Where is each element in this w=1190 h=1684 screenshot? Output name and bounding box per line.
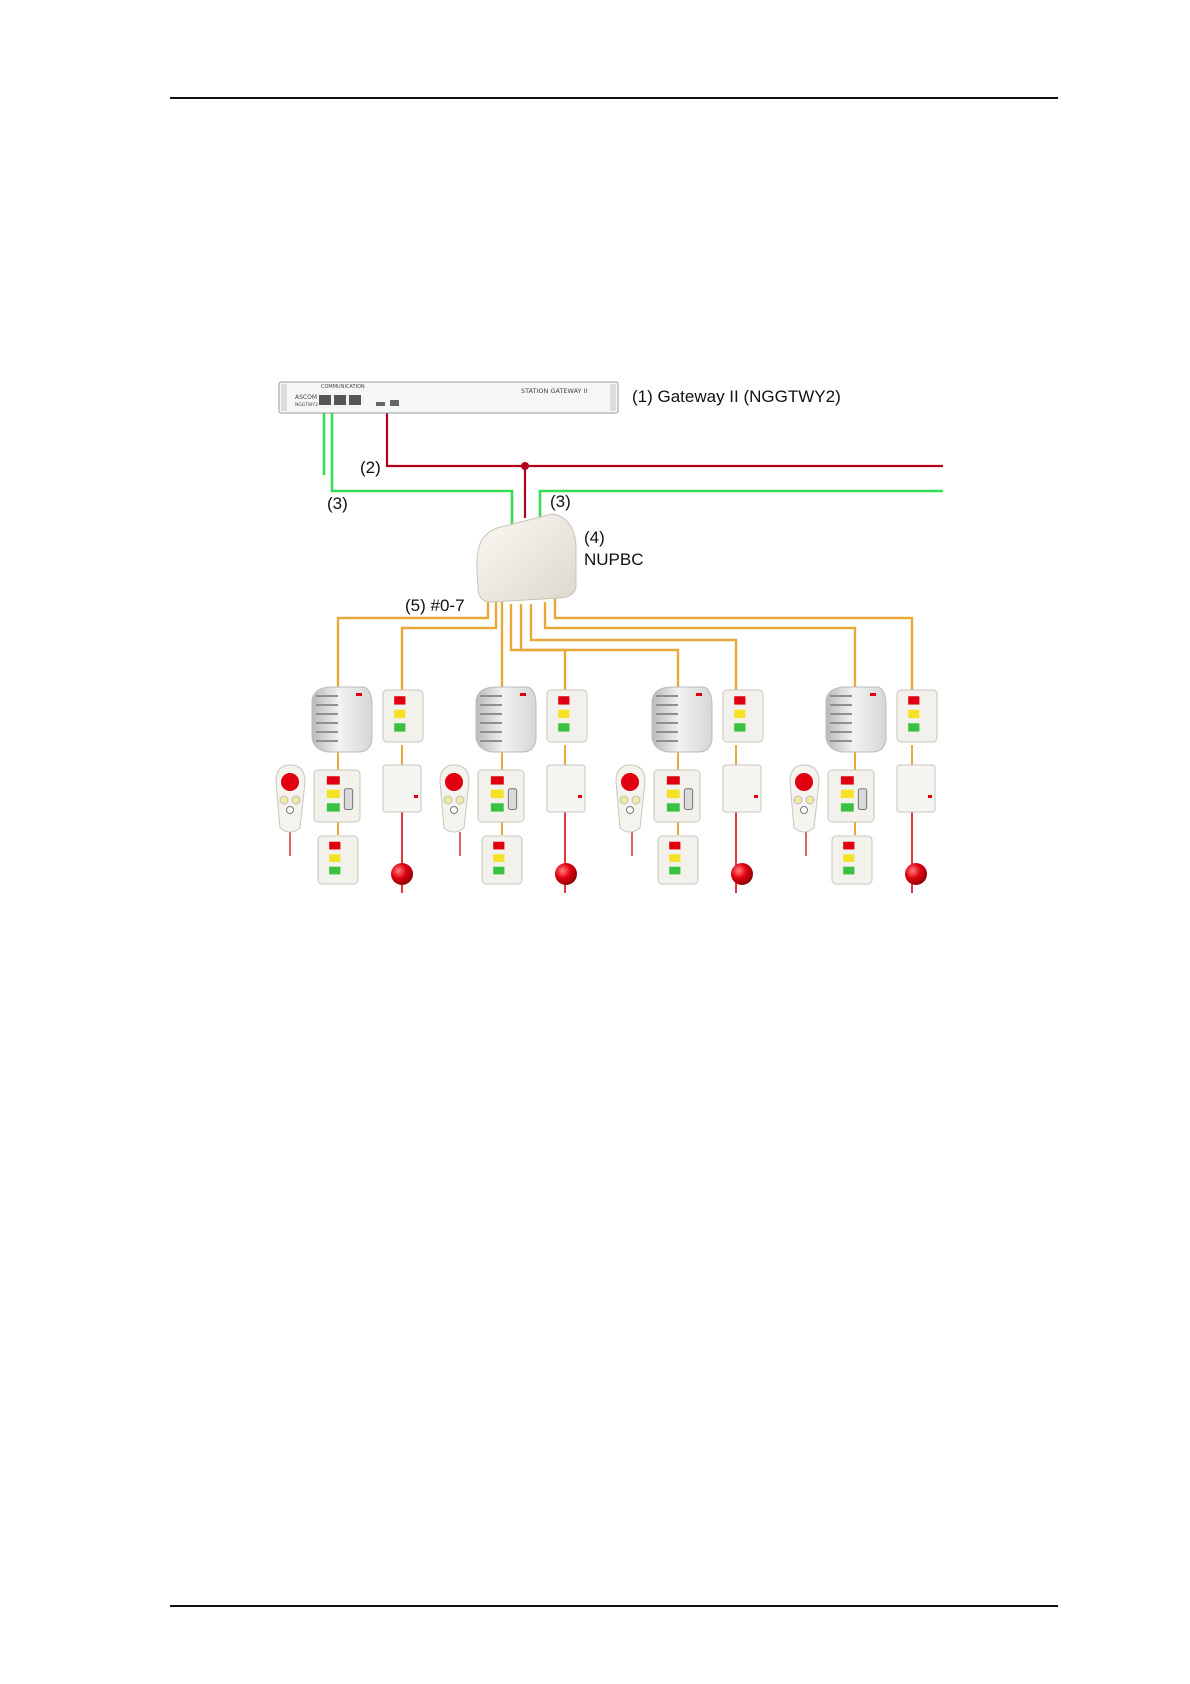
bus-controller-icon	[477, 514, 576, 602]
red-junction	[521, 462, 529, 470]
bed-panel-icon	[828, 770, 874, 822]
corridor-lamp-icon	[826, 687, 886, 752]
label-gateway: (1) Gateway II (NGGTWY2)	[632, 387, 841, 406]
labels: (1) Gateway II (NGGTWY2) (2) (3) (3) (4)…	[327, 387, 841, 615]
room-panel-icon	[832, 836, 872, 884]
group-0	[276, 687, 423, 885]
label-3b: (3)	[550, 492, 571, 511]
rack-ear-left	[281, 384, 287, 411]
alarm-bulb-icon	[731, 863, 753, 885]
gateway-section: COMMUNICATION	[321, 384, 365, 390]
corridor-lamp-icon	[476, 687, 536, 752]
label-5: (5) #0-7	[405, 596, 465, 615]
gateway-brand: ASCOM	[295, 394, 317, 401]
bed-panel-icon	[478, 770, 524, 822]
red-network-line	[387, 413, 943, 466]
port-3	[349, 395, 361, 405]
room-panel-icon	[547, 690, 587, 742]
room-panel-icon	[723, 690, 763, 742]
alarm-bulb-icon	[391, 863, 413, 885]
bed-panel-icon	[654, 770, 700, 822]
pillow-handset-icon	[616, 765, 645, 832]
alarm-bulb-icon	[555, 863, 577, 885]
room-panel-icon	[897, 690, 937, 742]
io-box-icon	[897, 765, 935, 812]
pillow-handset-icon	[440, 765, 469, 832]
device-groups	[276, 687, 937, 885]
green-line-out	[540, 491, 943, 520]
gateway-panel-title: STATION GATEWAY II	[521, 387, 587, 395]
room-panel-icon	[658, 836, 698, 884]
group-3	[790, 687, 937, 885]
label-4-name: NUPBC	[584, 550, 644, 569]
port-1	[319, 395, 331, 405]
usb-port	[376, 402, 385, 406]
corridor-lamp-icon	[312, 687, 372, 752]
rack-ear-right	[610, 384, 616, 411]
pillow-handset-icon	[790, 765, 819, 832]
alarm-bulb-icon	[905, 863, 927, 885]
io-box-icon	[723, 765, 761, 812]
io-box-icon	[383, 765, 421, 812]
corridor-lamp-icon	[652, 687, 712, 752]
gateway-device: ASCOM NGGTWY2 COMMUNICATION STATION GATE…	[279, 382, 618, 413]
green-line-to-nupbc	[332, 413, 512, 527]
room-panel-icon	[383, 690, 423, 742]
room-panel-icon	[318, 836, 358, 884]
label-2: (2)	[360, 458, 381, 477]
pillow-handset-icon	[276, 765, 305, 832]
service-port	[390, 400, 399, 406]
handset-cords	[290, 832, 806, 856]
label-3a: (3)	[327, 494, 348, 513]
io-box-icon	[547, 765, 585, 812]
nupbc-device	[477, 514, 576, 602]
port-2	[334, 395, 346, 405]
label-4-number: (4)	[584, 528, 605, 547]
bed-panel-icon	[314, 770, 360, 822]
gateway-model: NGGTWY2	[295, 402, 318, 408]
room-panel-icon	[482, 836, 522, 884]
group-2	[616, 687, 763, 885]
